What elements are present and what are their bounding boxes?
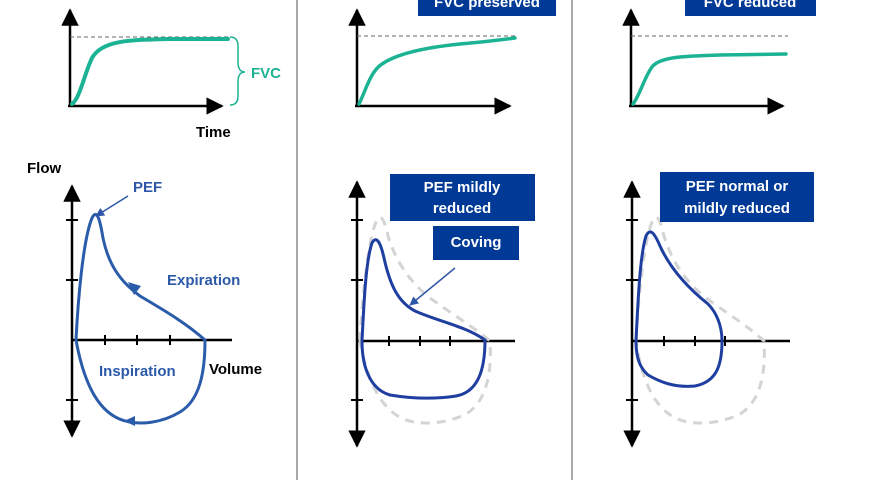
inspiration-label: Inspiration [99, 363, 176, 380]
volume-time-plot-normal: FVC Time [61, 8, 281, 141]
pef-pointer-arrow [95, 195, 129, 217]
axis-ticks [626, 219, 726, 401]
flow-volume-plot-restrictive: PEF normal or mildly reduced [623, 172, 814, 448]
time-label: Time [196, 124, 231, 141]
fvc-label: FVC [251, 65, 281, 82]
volume-time-plot-restrictive: FVC reduced [622, 0, 816, 115]
axis-ticks [351, 219, 451, 401]
coving-box [433, 226, 519, 260]
obstructive-loop [360, 238, 487, 400]
volume-time-curve [631, 52, 788, 106]
flow-volume-loop [74, 212, 207, 425]
flow-label: Flow [27, 160, 61, 177]
flow-volume-plot-obstructive: PEF mildly reduced Coving [348, 174, 535, 448]
normal-loop-ghost [358, 215, 492, 425]
pef-mildly-reduced-line2: reduced [433, 200, 491, 217]
axis-ticks [66, 219, 171, 401]
pef-normal-box [660, 172, 814, 222]
panel-obstructive: FVC preserved PEF mildly reduced Coving [348, 0, 556, 448]
pef-normal-line2: mildly reduced [684, 200, 790, 217]
fvc-reduced-box [685, 0, 816, 16]
normal-loop-ghost [634, 215, 766, 425]
volume-time-plot-obstructive: FVC preserved [348, 0, 556, 115]
volume-time-curve [357, 36, 517, 106]
panel-restrictive: FVC reduced PEF normal or mildly reduced [622, 0, 816, 448]
pef-mildly-reduced-box [390, 174, 535, 221]
expiration-arrowhead [128, 282, 141, 295]
flow-volume-plot-normal: Flow PEF Expiration Volume Inspiration [27, 160, 262, 438]
volume-label: Volume [209, 361, 262, 378]
pef-normal-line1: PEF normal or [686, 178, 789, 195]
fvc-brace [229, 36, 246, 106]
fvc-preserved-text: FVC preserved [434, 0, 540, 11]
fvc-reduced-text: FVC reduced [704, 0, 797, 11]
pef-mildly-reduced-line1: PEF mildly [424, 179, 501, 196]
pef-label: PEF [133, 179, 162, 196]
coving-text: Coving [451, 234, 502, 251]
fvc-preserved-box [418, 0, 556, 16]
inspiration-arrowhead [124, 416, 135, 426]
volume-time-curve [70, 37, 230, 106]
coving-pointer-arrow [409, 267, 456, 306]
expiration-label: Expiration [167, 272, 240, 289]
panel-normal: FVC Time Flow PEF Expiration Volume In [27, 8, 281, 438]
restrictive-loop [634, 230, 724, 388]
